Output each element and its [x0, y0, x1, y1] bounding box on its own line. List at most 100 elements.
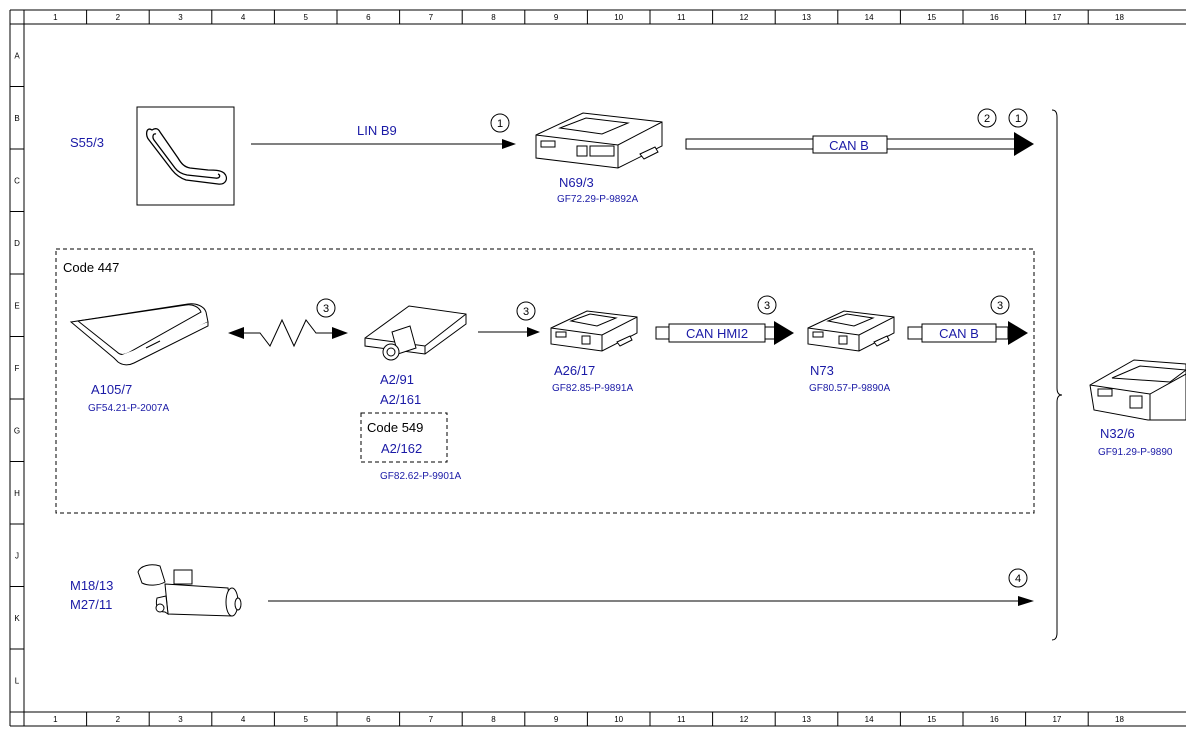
column-label: 2 — [116, 715, 121, 724]
column-label: 11 — [677, 13, 686, 22]
antenna-module-icon — [364, 305, 467, 361]
marker-4-motor-text: 4 — [1015, 573, 1021, 585]
column-label: 7 — [429, 715, 434, 724]
column-label: 4 — [241, 715, 246, 724]
motor-icon — [137, 564, 242, 617]
ref-a26-17: GF82.85-P-9891A — [552, 383, 633, 394]
column-label: 5 — [303, 13, 308, 22]
column-label: 17 — [1052, 715, 1061, 724]
marker-3-hmi — [757, 295, 777, 315]
ref-n32-6: GF91.29-P-9890 — [1098, 447, 1173, 458]
label-can-b-top: CAN B — [829, 138, 869, 153]
column-label: 6 — [366, 13, 371, 22]
marker-3-hmi-text: 3 — [764, 300, 770, 312]
label-s55-3: S55/3 — [70, 135, 104, 150]
column-label: 13 — [802, 715, 811, 724]
row-label: B — [14, 114, 19, 123]
row-label: K — [14, 614, 20, 623]
can-b-top-arrowhead — [1014, 132, 1034, 156]
marker-2-top-text: 2 — [984, 113, 990, 125]
marker-1-lin-text: 1 — [497, 118, 503, 130]
row-label: D — [14, 239, 20, 248]
n73-module-icon — [807, 310, 895, 352]
row-label: A — [14, 51, 20, 60]
label-can-hmi2: CAN HMI2 — [686, 326, 748, 341]
ref-n69-3: GF72.29-P-9892A — [557, 194, 638, 205]
column-label: 5 — [303, 715, 308, 724]
row-ticks — [10, 23, 24, 650]
column-labels: 1122334455667788991010111112121313141415… — [53, 13, 1124, 724]
code-447-region — [55, 248, 1035, 514]
column-label: 15 — [927, 715, 936, 724]
row-label: C — [14, 176, 20, 185]
marker-4-motor — [1008, 568, 1028, 588]
can-hmi2-arrowhead — [774, 321, 794, 345]
column-label: 3 — [178, 715, 183, 724]
marker-3-a2 — [516, 301, 536, 321]
ref-n73: GF80.57-P-9890A — [809, 383, 890, 394]
tablet-icon — [69, 303, 209, 366]
column-label: 18 — [1115, 715, 1124, 724]
column-ticks — [23, 10, 1089, 726]
label-n73: N73 — [810, 363, 834, 378]
label-can-b-mid: CAN B — [939, 326, 979, 341]
a26-17-module-icon — [550, 310, 638, 352]
label-m18-13: M18/13 — [70, 578, 113, 593]
column-label: 14 — [865, 715, 874, 724]
marker-3-a2-text: 3 — [523, 306, 529, 318]
column-label: 13 — [802, 13, 811, 22]
label-m27-11: M27/11 — [70, 597, 112, 612]
column-label: 1 — [53, 13, 58, 22]
a2-to-a26-arrowhead — [527, 327, 540, 337]
column-label: 9 — [554, 13, 559, 22]
column-label: 17 — [1052, 13, 1061, 22]
can-b-mid-bus — [907, 323, 1009, 343]
wireless-zigzag — [240, 318, 336, 348]
marker-3-canb-text: 3 — [997, 300, 1003, 312]
column-label: 2 — [116, 13, 121, 22]
label-n69-3: N69/3 — [559, 175, 594, 190]
row-label: F — [15, 364, 20, 373]
drawing-frame — [9, 9, 1186, 727]
label-code-549: Code 549 — [367, 420, 423, 435]
row-label: E — [14, 301, 19, 310]
lin-b9-arrowhead — [502, 139, 516, 149]
column-label: 16 — [990, 715, 999, 724]
column-label: 3 — [178, 13, 183, 22]
row-label: H — [14, 489, 20, 498]
seat-icon — [145, 128, 228, 185]
label-code-447: Code 447 — [63, 260, 119, 275]
label-a2-161: A2/161 — [380, 392, 421, 407]
marker-3-wave — [316, 298, 336, 318]
ref-a105-7: GF54.21-P-2007A — [88, 403, 169, 414]
n69-3-module-icon — [535, 112, 663, 169]
label-a2-91: A2/91 — [380, 372, 414, 387]
ref-a2-162: GF82.62-P-9901A — [380, 471, 461, 482]
label-a105-7: A105/7 — [91, 382, 132, 397]
column-label: 18 — [1115, 13, 1124, 22]
column-label: 11 — [677, 715, 686, 724]
column-label: 12 — [739, 715, 748, 724]
marker-1-top — [1008, 108, 1028, 128]
marker-2-top — [977, 108, 997, 128]
row-label: J — [15, 551, 19, 560]
column-label: 7 — [429, 13, 434, 22]
label-a2-162: A2/162 — [381, 441, 422, 456]
column-label: 14 — [865, 13, 874, 22]
marker-3-canb — [990, 295, 1010, 315]
column-label: 12 — [739, 13, 748, 22]
can-hmi2-bus — [655, 323, 777, 343]
column-label: 10 — [614, 13, 623, 22]
column-label: 8 — [491, 13, 496, 22]
s55-3-switch-box — [136, 106, 235, 206]
column-label: 1 — [53, 715, 58, 724]
column-label: 6 — [366, 715, 371, 724]
marker-1-top-text: 1 — [1015, 113, 1021, 125]
input-brace — [1051, 109, 1063, 641]
column-label: 10 — [614, 715, 623, 724]
row-label: L — [15, 676, 20, 685]
code-549-region — [360, 412, 448, 463]
can-b-mid-arrowhead — [1008, 321, 1028, 345]
